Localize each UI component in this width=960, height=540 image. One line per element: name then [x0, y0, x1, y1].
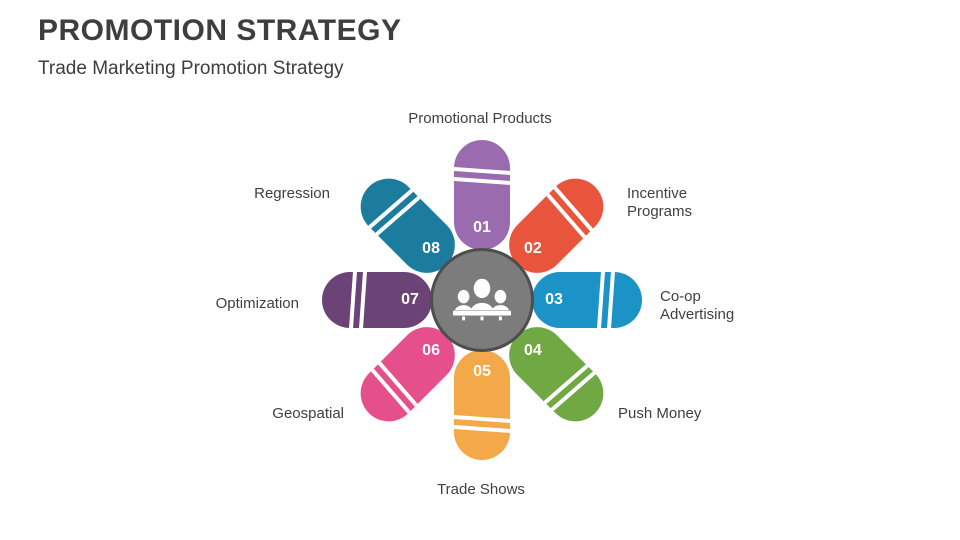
pill-number: 01 — [473, 219, 491, 236]
pill-number: 06 — [422, 341, 440, 359]
pill-stripe — [358, 272, 368, 328]
pill-number: 07 — [401, 291, 419, 308]
label-promotional-products: Promotional Products — [408, 110, 552, 127]
pill-stripe — [454, 414, 510, 424]
pill-number: 03 — [545, 291, 563, 308]
pill-stripe — [348, 272, 358, 328]
pill-stripe — [454, 424, 510, 434]
slide-title: PROMOTION STRATEGY — [38, 14, 402, 47]
people-group-icon — [452, 278, 512, 321]
label-push-money: Push Money — [618, 405, 702, 422]
pill-coop-advertising[interactable]: 03 — [532, 272, 642, 328]
pill-wrap-01: 01 — [454, 140, 510, 250]
label-optimization: Optimization — [215, 295, 299, 312]
label-incentive-programs: Incentive Programs — [627, 185, 693, 220]
pill-stripe — [372, 356, 423, 413]
pill-stripe — [538, 359, 595, 410]
pill-stripe — [541, 187, 592, 244]
pill-number: 02 — [524, 240, 542, 258]
label-regression: Regression — [254, 185, 330, 202]
pill-stripe — [454, 176, 510, 186]
pill-number: 08 — [422, 240, 440, 258]
pill-number: 04 — [524, 341, 542, 359]
pill-promotional-products[interactable]: 01 — [454, 140, 510, 250]
pill-stripe — [454, 166, 510, 176]
pill-stripe — [596, 272, 606, 328]
pill-stripe — [365, 363, 416, 420]
pill-wrap-07: 07 — [322, 272, 432, 328]
pill-optimization[interactable]: 07 — [322, 272, 432, 328]
label-coop-advertising: Co-op Advertising — [660, 288, 735, 323]
slide-subtitle: Trade Marketing Promotion Strategy — [38, 58, 344, 79]
pill-stripe — [548, 180, 599, 237]
label-trade-shows: Trade Shows — [437, 481, 525, 498]
pill-stripe — [362, 183, 419, 234]
pill-wrap-05: 05 — [454, 350, 510, 460]
pill-wrap-03: 03 — [532, 272, 642, 328]
center-circle[interactable] — [430, 248, 534, 352]
pill-stripe — [606, 272, 616, 328]
pill-trade-shows[interactable]: 05 — [454, 350, 510, 460]
pill-number: 05 — [473, 363, 491, 380]
label-geospatial: Geospatial — [272, 405, 344, 422]
